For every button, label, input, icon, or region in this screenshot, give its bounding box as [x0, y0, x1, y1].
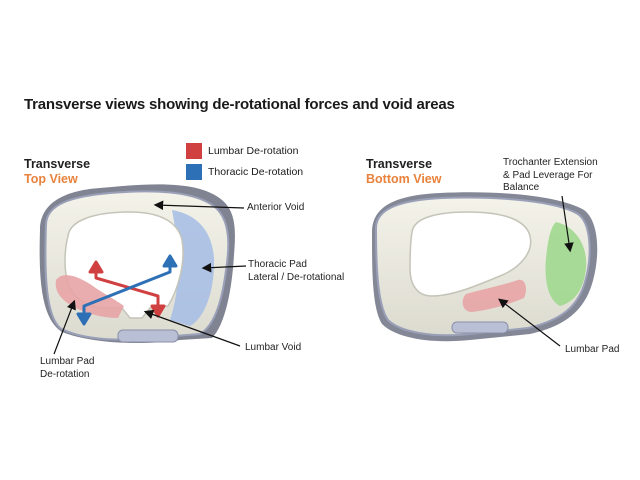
callout-trochanter-line3: Balance [503, 182, 540, 193]
leader-thoracic-pad [201, 262, 247, 273]
thoracic-derotation-arrow [76, 254, 178, 326]
callout-right-lumbar-pad: Lumbar Pad [565, 344, 620, 355]
leader-lumbar-void [143, 309, 241, 347]
left-brace-strap [117, 329, 179, 343]
lumbar-derotation-arrow [88, 260, 166, 318]
right-view-title: Transverse [366, 157, 433, 171]
callout-lumbar-pad: Lumbar Pad De-rotation [40, 356, 94, 381]
right-brace-opening [409, 211, 532, 297]
callout-trochanter: Trochanter Extension & Pad Leverage For … [503, 157, 598, 195]
right-view-subtitle: Bottom View [366, 172, 442, 186]
right-lumbar-pad [462, 279, 526, 312]
callout-thoracic-pad-line2: Lateral / De-rotational [248, 271, 345, 283]
leader-anterior-void [153, 200, 245, 211]
legend-swatch-lumbar [186, 143, 202, 159]
callout-thoracic-pad-line1: Thoracic Pad [248, 259, 307, 270]
callout-lumbar-pad-line1: Lumbar Pad [40, 356, 95, 367]
left-view-title: Transverse [24, 157, 91, 171]
callout-anterior-void: Anterior Void [247, 202, 305, 213]
left-brace [39, 184, 247, 355]
right-view-label: Transverse Bottom View [366, 157, 441, 187]
right-brace-strap [451, 321, 509, 334]
lumbar-pad [55, 275, 124, 318]
legend-label-thoracic: Thoracic De-rotation [208, 166, 304, 178]
left-view-label: Transverse Top View [24, 157, 90, 187]
leader-right-lumbar-pad [498, 298, 561, 347]
left-view-subtitle: Top View [24, 172, 78, 186]
callout-trochanter-line2: & Pad Leverage For [503, 169, 593, 181]
trochanter-pad [545, 222, 587, 306]
legend-label-lumbar: Lumbar De-rotation [208, 145, 299, 157]
callout-thoracic-pad: Thoracic Pad Lateral / De-rotational [248, 259, 344, 284]
legend-thoracic: Thoracic De-rotation [186, 164, 303, 180]
callout-trochanter-line1: Trochanter Extension [503, 157, 598, 168]
leader-lumbar-pad [53, 299, 76, 355]
callout-lumbar-void: Lumbar Void [245, 342, 302, 353]
right-brace [372, 192, 598, 347]
leader-trochanter [561, 195, 574, 253]
page-title: Transverse views showing de-rotational f… [24, 96, 455, 113]
legend-swatch-thoracic [186, 164, 202, 180]
callout-lumbar-pad-line2: De-rotation [40, 368, 90, 380]
legend-lumbar: Lumbar De-rotation [186, 143, 298, 159]
